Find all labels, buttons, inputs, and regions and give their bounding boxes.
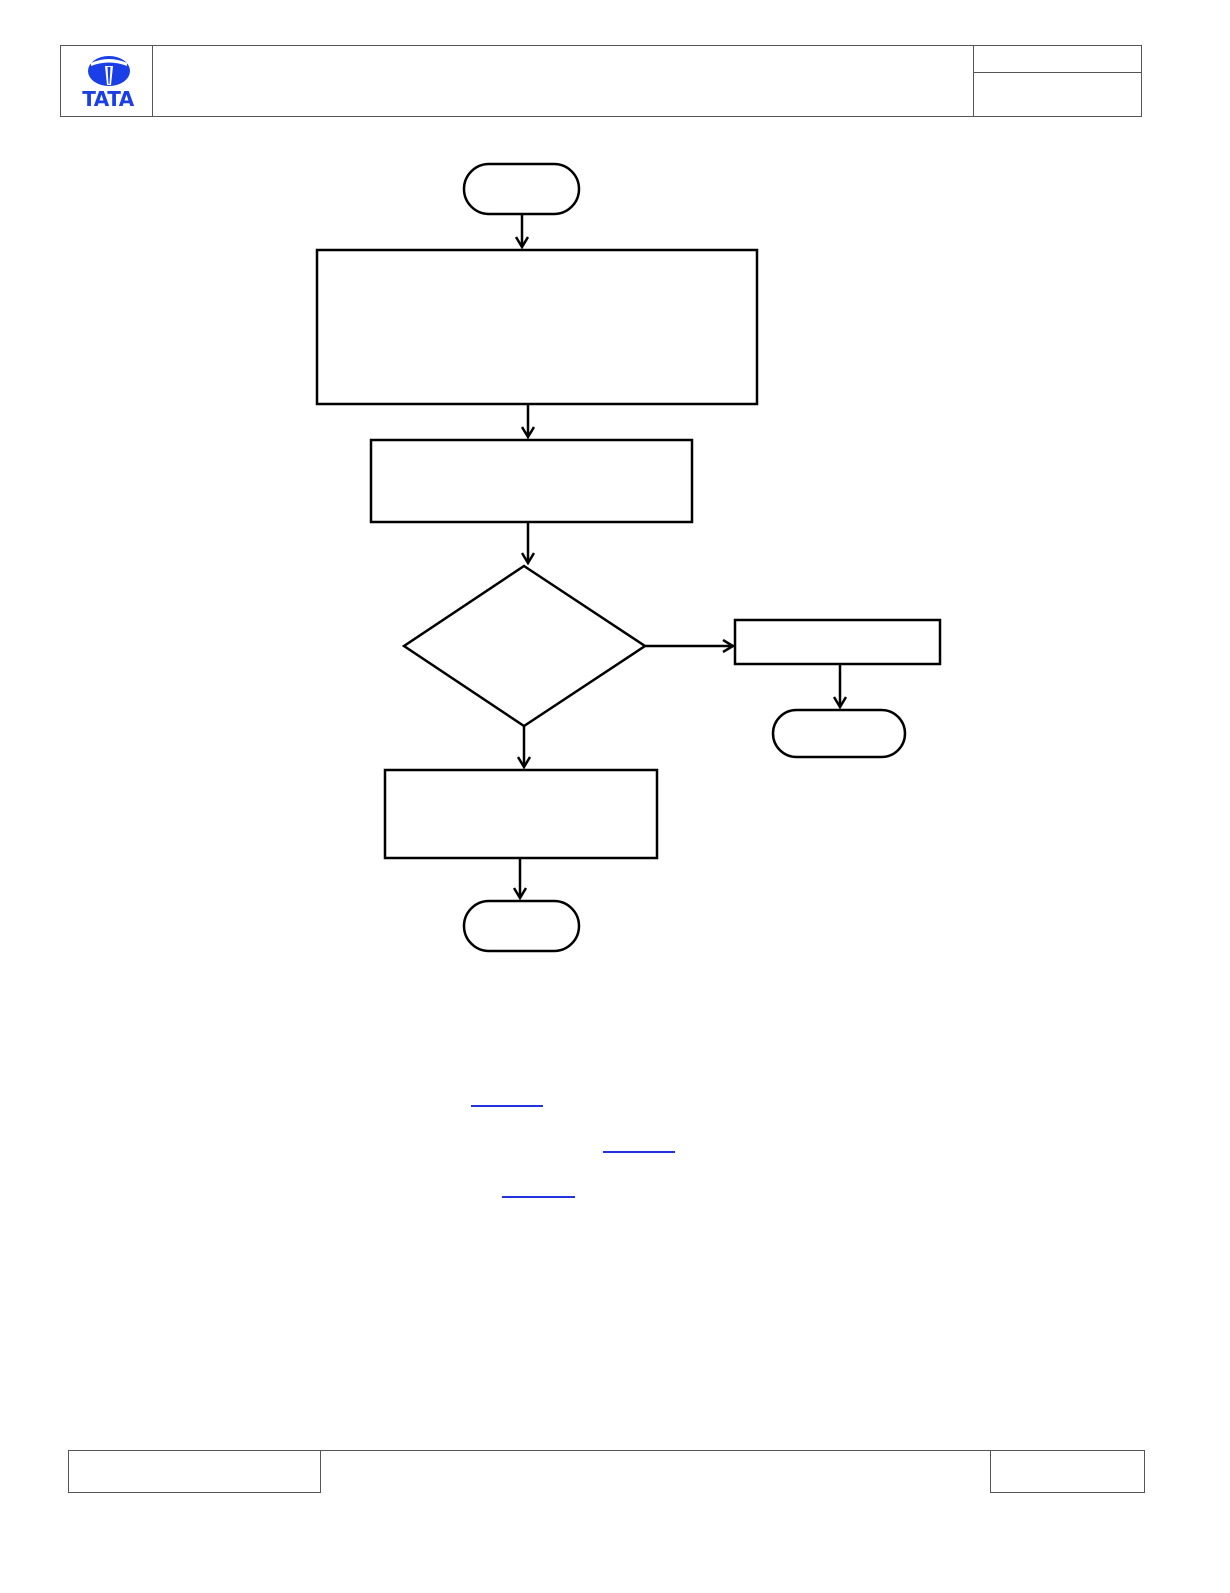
start-terminator — [462, 162, 581, 216]
branch-process-box — [733, 618, 942, 666]
process-box-1 — [315, 248, 759, 406]
footer-divider — [321, 1450, 991, 1451]
flowchart — [315, 162, 942, 953]
process-box-2 — [369, 438, 694, 524]
document-footer — [68, 1450, 1145, 1493]
end-terminator — [462, 899, 581, 953]
footer-left-cell — [68, 1450, 321, 1493]
logo-wordmark: TATA — [82, 87, 134, 111]
process-box-3 — [383, 768, 659, 860]
decision-diamond — [401, 564, 648, 728]
header-info-cell — [973, 46, 1141, 116]
hyperlink-1[interactable] — [471, 1105, 543, 1107]
header-info-top — [974, 46, 1141, 73]
branch-end-terminator — [771, 708, 907, 759]
hyperlink-3[interactable] — [502, 1196, 575, 1198]
tata-logo-icon — [88, 56, 130, 86]
hyperlink-2[interactable] — [603, 1151, 675, 1153]
logo-cell: TATA — [61, 46, 153, 116]
footer-right-cell — [990, 1450, 1145, 1493]
document-header: TATA — [60, 45, 1142, 117]
